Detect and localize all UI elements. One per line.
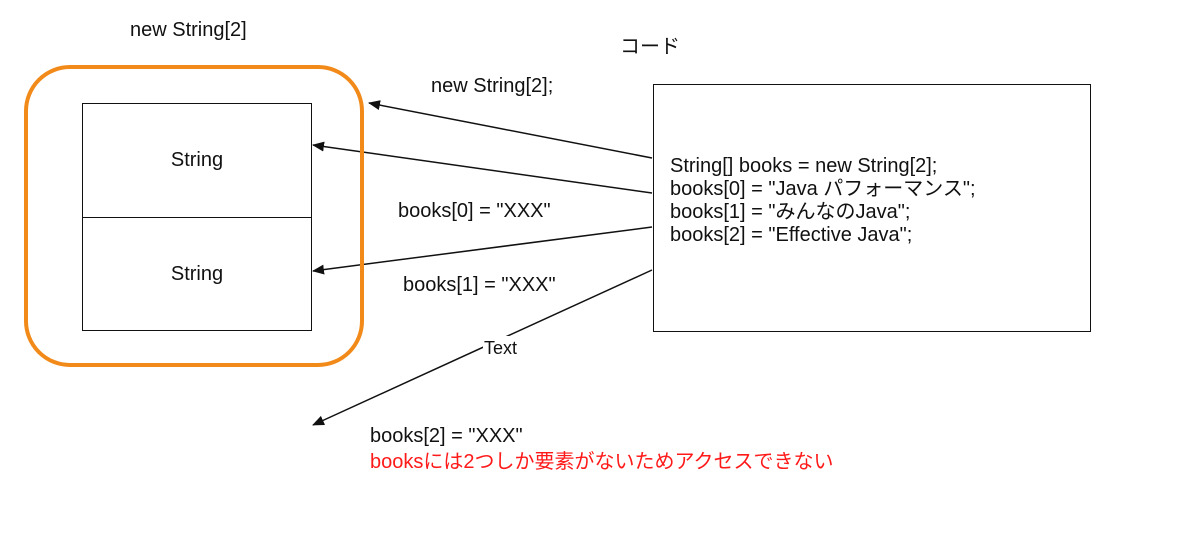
arrow-new-array	[368, 100, 653, 159]
code-line-0: String[] books = new String[2];	[670, 155, 938, 177]
arrow-label-books2: books[2] = "XXX"	[370, 425, 523, 447]
error-message: booksには2つしか要素がないためアクセスできない	[370, 451, 834, 473]
arrow-books0	[312, 141, 653, 194]
code-line-2: books[1] = "みんなのJava";	[670, 201, 911, 223]
array-box: String String	[82, 103, 312, 331]
arrow-label-text: Text	[483, 336, 519, 360]
arrow-books2	[312, 269, 653, 426]
array-title: new String[2]	[130, 19, 247, 41]
arrow-label-books1: books[1] = "XXX"	[403, 274, 556, 296]
code-line-3: books[2] = "Effective Java";	[670, 224, 913, 246]
array-cell-0: String	[170, 149, 224, 171]
arrow-label-books0: books[0] = "XXX"	[398, 200, 551, 222]
array-frame	[24, 65, 364, 367]
code-line-1: books[0] = "Java パフォーマンス";	[670, 178, 976, 200]
arrow-label-new-array: new String[2];	[431, 75, 554, 97]
code-title: コード	[620, 36, 680, 58]
array-cell-1: String	[83, 217, 311, 330]
code-box: String[] books = new String[2]; books[0]…	[653, 84, 1091, 332]
arrow-books1	[312, 226, 653, 275]
